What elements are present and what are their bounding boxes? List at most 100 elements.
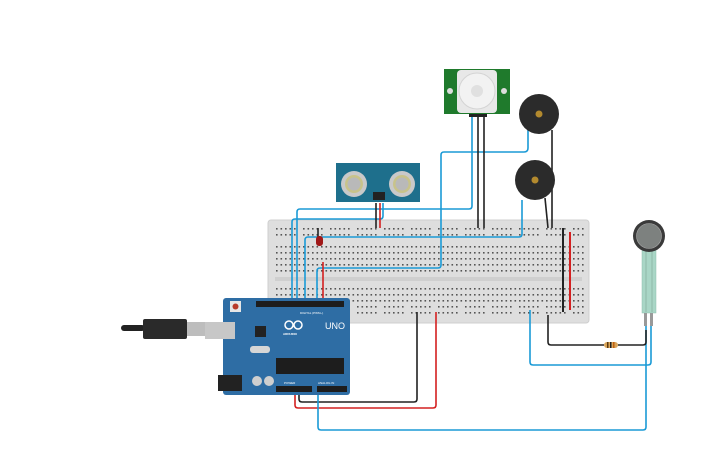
breadboard-hole[interactable] [505,252,508,254]
breadboard-hole[interactable] [280,228,283,230]
breadboard-hole[interactable] [465,234,467,236]
breadboard-hole[interactable] [429,252,431,254]
breadboard-hole[interactable] [312,264,314,266]
breadboard-hole[interactable] [294,294,296,296]
breadboard-hole[interactable] [303,264,305,266]
breadboard-hole[interactable] [456,258,458,260]
breadboard-hole[interactable] [397,294,400,296]
breadboard-hole[interactable] [307,270,310,272]
breadboard-hole[interactable] [501,234,503,236]
usb-cable[interactable] [121,319,209,339]
breadboard-hole[interactable] [537,228,539,230]
breadboard-hole[interactable] [402,246,404,248]
breadboard-hole[interactable] [420,306,422,308]
breadboard-hole[interactable] [541,264,544,266]
breadboard-hole[interactable] [582,234,584,236]
breadboard-hole[interactable] [492,252,494,254]
breadboard-hole[interactable] [420,258,422,260]
breadboard-hole[interactable] [388,252,391,254]
breadboard-hole[interactable] [388,246,391,248]
breadboard-hole[interactable] [501,258,503,260]
breadboard-hole[interactable] [456,312,458,314]
breadboard-hole[interactable] [532,306,535,308]
breadboard-hole[interactable] [316,258,319,260]
breadboard-hole[interactable] [280,258,283,260]
breadboard-hole[interactable] [357,306,359,308]
breadboard-hole[interactable] [433,246,436,248]
breadboard-hole[interactable] [460,252,463,254]
breadboard-hole[interactable] [442,246,445,248]
breadboard-hole[interactable] [379,252,382,254]
breadboard-hole[interactable] [577,270,580,272]
breadboard-hole[interactable] [334,288,337,290]
breadboard-hole[interactable] [357,252,359,254]
breadboard-hole[interactable] [510,306,512,308]
breadboard-hole[interactable] [451,270,454,272]
breadboard-hole[interactable] [523,228,526,230]
breadboard-hole[interactable] [352,246,355,248]
breadboard-hole[interactable] [528,312,530,314]
breadboard-hole[interactable] [519,258,521,260]
breadboard-hole[interactable] [384,264,386,266]
breadboard-hole[interactable] [352,300,355,302]
breadboard-hole[interactable] [370,228,373,230]
breadboard-hole[interactable] [523,294,526,296]
breadboard-hole[interactable] [505,246,508,248]
breadboard-hole[interactable] [483,270,485,272]
breadboard-hole[interactable] [510,246,512,248]
breadboard-hole[interactable] [438,294,440,296]
breadboard-hole[interactable] [339,258,341,260]
breadboard-hole[interactable] [379,270,382,272]
breadboard-hole[interactable] [519,288,521,290]
breadboard-hole[interactable] [424,228,427,230]
breadboard-hole[interactable] [388,258,391,260]
breadboard-hole[interactable] [375,258,377,260]
breadboard-hole[interactable] [330,270,332,272]
breadboard[interactable] [267,219,590,324]
breadboard-hole[interactable] [469,294,472,296]
breadboard-hole[interactable] [361,258,364,260]
breadboard-hole[interactable] [375,270,377,272]
breadboard-hole[interactable] [312,270,314,272]
breadboard-hole[interactable] [514,300,517,302]
breadboard-hole[interactable] [523,258,526,260]
breadboard-hole[interactable] [577,306,580,308]
breadboard-hole[interactable] [298,264,301,266]
breadboard-hole[interactable] [537,234,539,236]
breadboard-hole[interactable] [456,288,458,290]
pir-sensor[interactable] [444,69,510,117]
breadboard-hole[interactable] [420,228,422,230]
breadboard-hole[interactable] [546,258,548,260]
breadboard-hole[interactable] [370,300,373,302]
breadboard-hole[interactable] [411,294,413,296]
breadboard-hole[interactable] [469,258,472,260]
breadboard-hole[interactable] [483,294,485,296]
breadboard-hole[interactable] [285,264,287,266]
breadboard-hole[interactable] [442,252,445,254]
breadboard-hole[interactable] [501,294,503,296]
breadboard-hole[interactable] [406,246,409,248]
breadboard-hole[interactable] [348,264,350,266]
breadboard-hole[interactable] [492,300,494,302]
breadboard-hole[interactable] [460,288,463,290]
breadboard-hole[interactable] [550,258,553,260]
breadboard-hole[interactable] [559,312,562,314]
breadboard-hole[interactable] [564,312,566,314]
breadboard-hole[interactable] [433,270,436,272]
breadboard-hole[interactable] [528,228,530,230]
breadboard-hole[interactable] [519,252,521,254]
breadboard-hole[interactable] [496,300,499,302]
breadboard-hole[interactable] [573,234,575,236]
breadboard-hole[interactable] [442,228,445,230]
breadboard-hole[interactable] [370,306,373,308]
breadboard-hole[interactable] [546,300,548,302]
breadboard-hole[interactable] [573,306,575,308]
breadboard-hole[interactable] [546,264,548,266]
breadboard-hole[interactable] [330,246,332,248]
breadboard-hole[interactable] [550,294,553,296]
breadboard-hole[interactable] [582,294,584,296]
breadboard-hole[interactable] [276,288,278,290]
breadboard-hole[interactable] [375,294,377,296]
breadboard-hole[interactable] [564,228,566,230]
breadboard-hole[interactable] [366,294,368,296]
